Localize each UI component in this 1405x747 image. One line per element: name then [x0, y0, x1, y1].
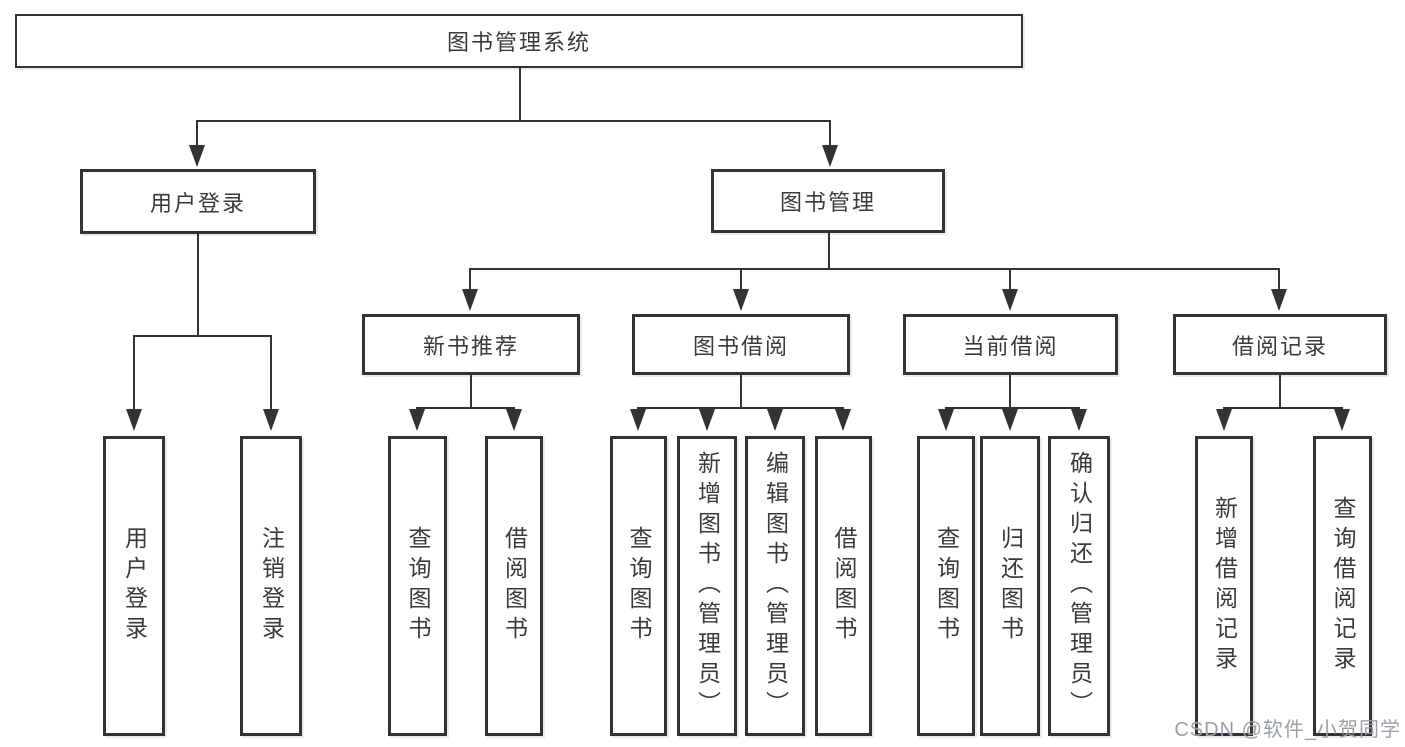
- leaf-newbooks-borrow-books: 借阅图书: [485, 436, 543, 736]
- leaf-label: 查询图书: [933, 526, 960, 646]
- node-book-management: 图书管理: [711, 169, 945, 233]
- connector-new-book-subtree: [409, 374, 522, 431]
- leaf-label: 借阅图书: [831, 526, 857, 646]
- node-library-management-system: 图书管理系统: [15, 14, 1023, 68]
- leaf-label: 归还图书: [997, 526, 1024, 646]
- node-new-book-recommend: 新书推荐: [362, 314, 580, 375]
- connector-borrow-records-subtree: [1216, 374, 1350, 431]
- leaf-label: 借阅图书: [501, 526, 528, 646]
- leaf-borrow-query-books: 查询图书: [610, 436, 667, 736]
- leaf-current-query-books: 查询图书: [917, 436, 975, 736]
- connector-user-login-subtree: [126, 233, 279, 431]
- leaf-label: 查询图书: [405, 526, 431, 646]
- leaf-borrow-borrow-books: 借阅图书: [815, 436, 872, 736]
- leaf-label: 编辑图书（管理员）: [762, 451, 789, 721]
- leaf-borrow-add-book-admin: 新增图书（管理员）: [677, 436, 737, 736]
- leaf-newbooks-query-books: 查询图书: [388, 436, 447, 736]
- leaf-label: 注销登录: [258, 526, 285, 646]
- leaf-label: 用户登录: [121, 526, 148, 646]
- node-current-borrow: 当前借阅: [903, 314, 1118, 375]
- leaf-label: 查询借阅记录: [1330, 496, 1356, 676]
- leaf-label: 确认归还（管理员）: [1066, 451, 1093, 721]
- leaf-records-query-record: 查询借阅记录: [1313, 436, 1372, 736]
- leaf-records-add-record: 新增借阅记录: [1195, 436, 1253, 736]
- connector-root-to-level2: [189, 67, 838, 167]
- leaf-user-login: 用户登录: [103, 436, 165, 736]
- connector-book-management-to-level3: [462, 232, 1287, 311]
- leaf-logout: 注销登录: [240, 436, 302, 736]
- watermark: CSDN @软件_小贺同学: [1174, 719, 1401, 741]
- leaf-current-confirm-return-admin: 确认归还（管理员）: [1048, 436, 1110, 736]
- connector-current-borrow-subtree: [938, 374, 1087, 431]
- node-borrow-records: 借阅记录: [1173, 314, 1387, 375]
- leaf-label: 新增图书（管理员）: [694, 451, 721, 721]
- node-user-login: 用户登录: [80, 169, 316, 234]
- leaf-current-return-books: 归还图书: [980, 436, 1040, 736]
- leaf-label: 新增借阅记录: [1211, 496, 1238, 676]
- leaf-borrow-edit-book-admin: 编辑图书（管理员）: [745, 436, 805, 736]
- connector-book-borrow-subtree: [630, 374, 851, 431]
- node-book-borrow: 图书借阅: [632, 314, 850, 375]
- leaf-label: 查询图书: [626, 526, 652, 646]
